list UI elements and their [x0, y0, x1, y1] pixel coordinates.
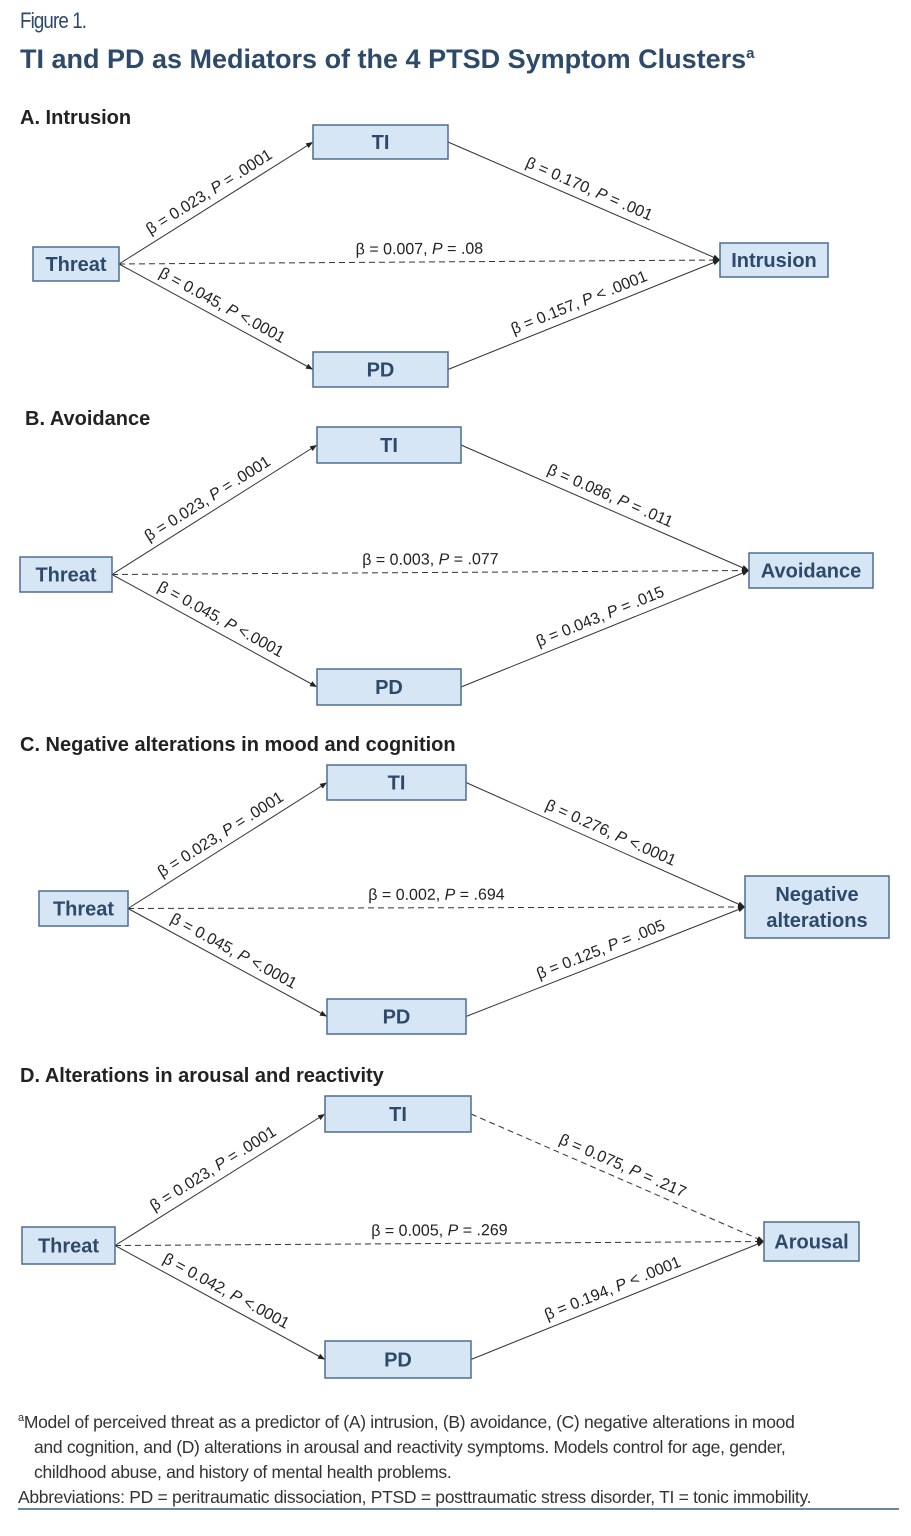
threat-to-pd-coefficient-label: β = 0.042, P <.0001	[160, 1250, 292, 1332]
pd-to-outcome-coefficient-label: β = 0.043, P = .015	[534, 584, 667, 651]
threat-to-outcome-arrow	[118, 257, 721, 265]
pd-to-outcome-arrow	[447, 259, 721, 370]
outcome-node-label: alterations	[766, 910, 867, 932]
bottom-rule	[18, 1508, 899, 1510]
pd-node-box	[324, 1340, 472, 1379]
footnote-marker: a	[18, 1412, 24, 1424]
threat-to-ti-coefficient-label: β = 0.023, P = .0001	[155, 789, 287, 881]
outcome-node-label: Intrusion	[731, 250, 817, 272]
pd-to-outcome-coefficient-label: β = 0.194, P < .0001	[542, 1254, 683, 1324]
ti-to-outcome-arrow	[447, 141, 721, 261]
pd-to-outcome-coefficient-label: β = 0.125, P = .005	[534, 917, 667, 983]
ti-to-outcome-arrow	[460, 444, 750, 571]
ti-to-outcome-arrow	[470, 1113, 765, 1242]
threat-to-outcome-arrow	[127, 904, 746, 910]
threat-to-ti-coefficient-label: β = 0.023, P = .0001	[143, 146, 275, 238]
footnote-text: aModel of perceived threat as a predicto…	[18, 1412, 795, 1432]
threat-to-ti-arrow	[111, 444, 318, 575]
figure-title: TI and PD as Mediators of the 4 PTSD Sym…	[20, 44, 754, 75]
outcome-node-box	[748, 552, 874, 589]
threat-node-label: Threat	[35, 565, 96, 587]
pd-to-outcome-arrow	[460, 570, 750, 688]
panel-heading: C. Negative alterations in mood and cogn…	[20, 734, 456, 756]
ti-to-outcome-arrow	[465, 782, 746, 908]
ti-to-outcome-coefficient-label: β = 0.086, P = .011	[545, 461, 676, 531]
pd-node-box	[312, 351, 449, 388]
threat-to-pd-coefficient-label: β = 0.045, P <.0001	[156, 265, 288, 347]
threat-to-outcome-coefficient-label: β = 0.007, P = .08	[356, 241, 484, 259]
outcome-node-box	[763, 1221, 860, 1262]
threat-to-pd-coefficient-label: β = 0.045, P <.0001	[155, 578, 287, 661]
threat-to-pd-arrow	[111, 574, 318, 688]
panel-heading: B. Avoidance	[25, 408, 150, 430]
ti-node-box	[326, 764, 467, 801]
outcome-node-label: Avoidance	[761, 561, 861, 583]
threat-to-outcome-coefficient-label: β = 0.002, P = .694	[368, 887, 505, 904]
pd-node-label: PD	[367, 360, 395, 382]
ti-node-box	[324, 1095, 472, 1133]
ti-node-label: TI	[380, 435, 398, 457]
outcome-node-box	[744, 875, 890, 939]
threat-node-box	[19, 556, 113, 593]
pd-node-box	[326, 998, 467, 1035]
pd-node-label: PD	[375, 677, 403, 699]
ti-node-label: TI	[372, 132, 390, 154]
threat-node-label: Threat	[45, 254, 106, 276]
threat-to-pd-arrow	[127, 908, 328, 1017]
figure-title-text: TI and PD as Mediators of the 4 PTSD Sym…	[20, 44, 747, 74]
footnote: aModel of perceived threat as a predicto…	[18, 1406, 903, 1510]
footnote-line-1: Model of perceived threat as a predictor…	[23, 1411, 795, 1432]
threat-node-box	[21, 1226, 116, 1265]
outcome-node-label: Arousal	[774, 1232, 848, 1254]
threat-to-outcome-coefficient-label: β = 0.003, P = .077	[362, 551, 499, 569]
footnote-abbreviations: Abbreviations: PD = peritraumatic dissoc…	[18, 1486, 812, 1507]
threat-to-outcome-arrow	[114, 1238, 765, 1246]
footnote-line-3: childhood abuse, and history of mental h…	[34, 1461, 452, 1482]
threat-to-outcome-coefficient-label: β = 0.005, P = .269	[371, 1222, 508, 1240]
threat-to-ti-coefficient-label: β = 0.023, P = .0001	[142, 453, 274, 545]
outcome-node-label: Negative	[775, 884, 858, 906]
pd-to-outcome-coefficient-label: β = 0.157, P < .0001	[509, 268, 650, 338]
threat-to-ti-arrow	[118, 141, 314, 265]
ti-node-box	[312, 124, 449, 160]
ti-to-outcome-coefficient-label: β = 0.276, P <.0001	[543, 797, 679, 870]
threat-to-pd-arrow	[118, 263, 314, 370]
pd-node-label: PD	[383, 1007, 411, 1029]
pd-to-outcome-arrow	[470, 1241, 765, 1360]
outcome-node-box	[719, 242, 829, 278]
threat-node-box	[32, 246, 120, 282]
ti-node-label: TI	[388, 773, 406, 795]
threat-node-label: Threat	[53, 899, 114, 921]
figure-label: Figure 1.	[20, 8, 87, 33]
threat-node-box	[38, 890, 129, 927]
threat-to-ti-arrow	[127, 782, 328, 909]
panel-heading: D. Alterations in arousal and reactivity	[20, 1065, 385, 1087]
threat-to-pd-arrow	[114, 1245, 326, 1360]
ti-to-outcome-coefficient-label: β = 0.075, P = .217	[557, 1131, 689, 1201]
ti-node-box	[316, 426, 462, 464]
title-footnote-marker: a	[746, 45, 755, 62]
footnote-line-2: and cognition, and (D) alterations in ar…	[34, 1436, 786, 1457]
ti-to-outcome-coefficient-label: β = 0.170, P = .001	[523, 155, 655, 225]
threat-to-ti-coefficient-label: β = 0.023, P = .0001	[147, 1123, 279, 1215]
panel-heading: A. Intrusion	[20, 107, 131, 129]
ti-node-label: TI	[389, 1104, 407, 1126]
pd-node-box	[316, 668, 462, 706]
threat-to-ti-arrow	[114, 1113, 326, 1246]
threat-node-label: Threat	[38, 1236, 99, 1258]
pd-to-outcome-arrow	[465, 906, 746, 1017]
pd-node-label: PD	[384, 1350, 412, 1372]
threat-to-pd-coefficient-label: β = 0.045, P <.0001	[168, 910, 300, 992]
threat-to-outcome-arrow	[111, 567, 750, 575]
